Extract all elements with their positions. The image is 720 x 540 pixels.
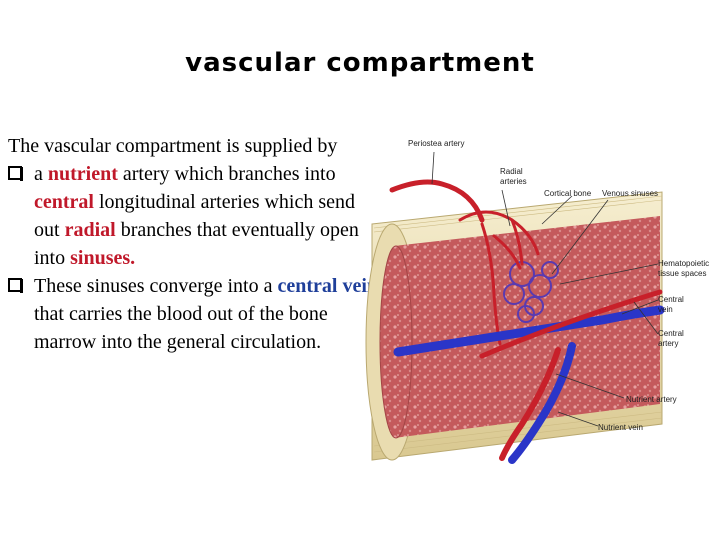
bullet1-text-b: artery which branches into xyxy=(118,163,336,185)
intro-text: The vascular compartment is supplied by xyxy=(8,132,378,160)
label-central-artery-line2: artery xyxy=(658,339,678,348)
bullet-sinuses-converge: These sinuses converge into a central ve… xyxy=(8,272,378,356)
checkbox-bullet-icon xyxy=(8,278,22,292)
label-central-vein-line2: vein xyxy=(658,305,673,314)
label-central-artery-line1: Central xyxy=(658,329,684,338)
bone-marrow-vascular-illustration: Periostea artery Radial arteries Cortica… xyxy=(362,124,718,484)
bullet2-text-a: These sinuses converge into a xyxy=(34,275,277,297)
marrow-cross-section xyxy=(380,246,412,438)
term-central: central xyxy=(34,191,94,213)
bullet-nutrient-artery: a nutrient artery which branches into ce… xyxy=(8,160,378,272)
vascular-diagram-svg: Periostea artery Radial arteries Cortica… xyxy=(362,124,718,484)
term-nutrient: nutrient xyxy=(48,163,118,185)
label-venous-sinuses: Venous sinuses xyxy=(602,189,658,198)
marrow-shape xyxy=(394,216,660,438)
slide-title: vascular compartment xyxy=(0,48,720,78)
label-central-vein-line1: Central xyxy=(658,295,684,304)
label-radial-arteries-line2: arteries xyxy=(500,177,527,186)
body-text: The vascular compartment is supplied by … xyxy=(8,132,378,356)
term-sinuses: sinuses. xyxy=(70,247,135,269)
label-hematopoietic-line1: Hematopoietic xyxy=(658,259,709,268)
checkbox-bullet-icon xyxy=(8,166,22,180)
label-cortical-bone: Cortical bone xyxy=(544,189,592,198)
label-nutrient-artery: Nutrient artery xyxy=(626,395,677,404)
label-hematopoietic-line2: tissue spaces xyxy=(658,269,706,278)
label-periosteal-artery: Periostea artery xyxy=(408,139,464,148)
label-radial-arteries-line1: Radial xyxy=(500,167,523,176)
term-radial: radial xyxy=(65,219,116,241)
label-nutrient-vein: Nutrient vein xyxy=(598,423,643,432)
bullet1-text-a: a xyxy=(34,163,48,185)
bullet2-text-b: that carries the blood out of the bone m… xyxy=(34,303,328,353)
